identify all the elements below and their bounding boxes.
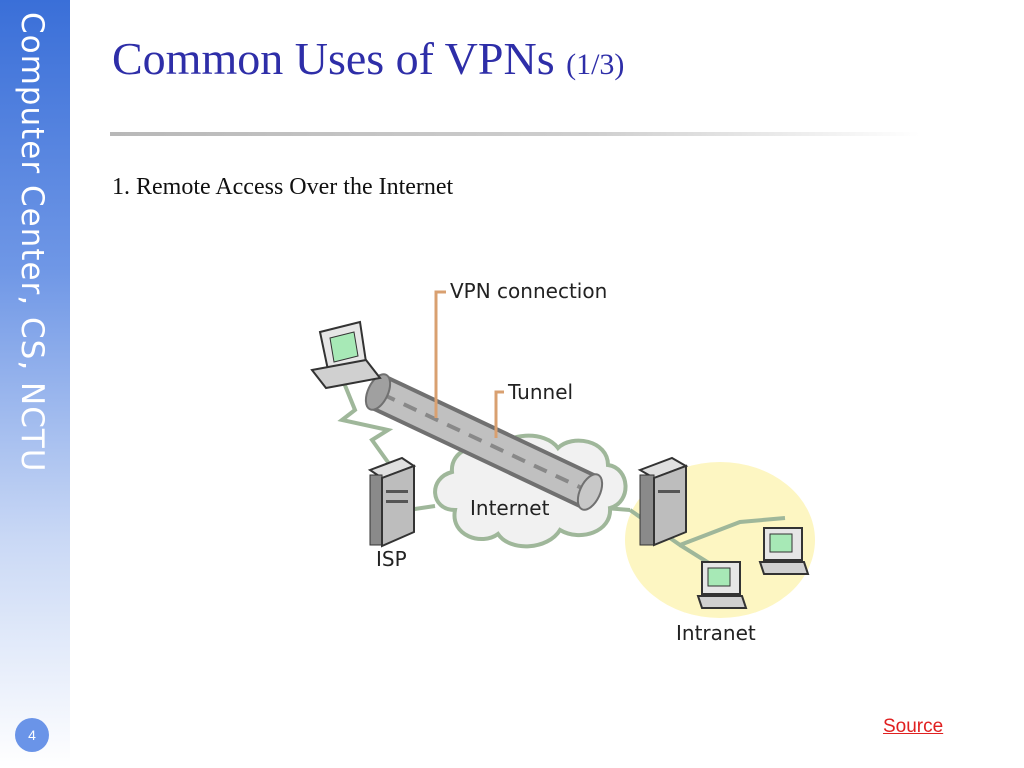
callout-lines [434, 290, 504, 438]
label-vpn-connection: VPN connection [450, 279, 607, 303]
slide-title-main: Common Uses of VPNs [112, 33, 555, 84]
slide-title: Common Uses of VPNs (1/3) [112, 32, 624, 85]
vpn-tunnel [364, 373, 604, 511]
label-isp: ISP [376, 547, 407, 571]
label-tunnel: Tunnel [507, 380, 573, 404]
dialup-link [337, 377, 394, 467]
intranet-pc-icon [696, 561, 748, 609]
isp-server-icon [367, 456, 417, 548]
sidebar-band: Computer Center, CS, NCTU 4 [0, 0, 70, 768]
title-divider [110, 132, 920, 136]
vpn-remote-access-diagram: Internet VPN connection Tunnel ISP [310, 279, 815, 645]
sidebar-institution-text: Computer Center, CS, NCTU [14, 12, 50, 473]
label-internet: Internet [470, 496, 550, 520]
intranet-pc-icon [758, 527, 810, 575]
slide-title-suffix: (1/3) [566, 48, 625, 81]
label-intranet: Intranet [676, 621, 756, 645]
gateway-server-icon [637, 456, 689, 547]
source-link[interactable]: Source [883, 716, 944, 737]
internet-cloud: Internet [433, 433, 628, 549]
laptop-icon [310, 320, 382, 390]
bullet-item: 1. Remote Access Over the Internet [112, 174, 454, 200]
page-number-badge: 4 [15, 718, 49, 752]
